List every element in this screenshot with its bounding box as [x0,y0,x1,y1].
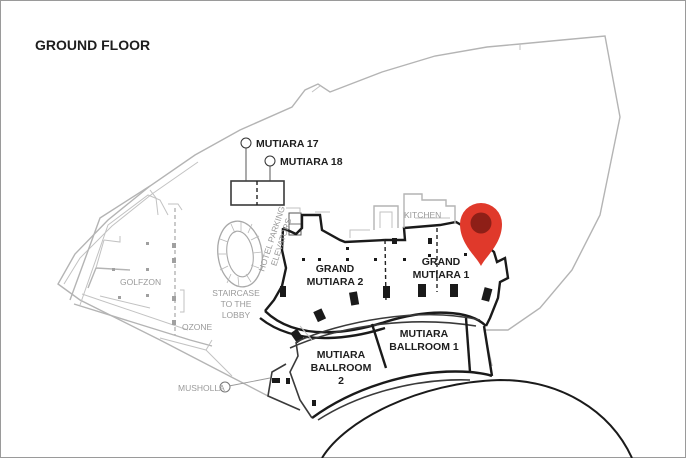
ballroom-2-line-1: MUTIARA [317,349,366,361]
kitchen-area [349,193,456,238]
room-pointer-musholla[interactable]: MUSHOLLA [178,377,271,393]
grand-mutiara-1-line-1: GRAND [422,256,461,268]
bottom-arc-edge [321,378,633,458]
circle-pointer-icon [240,137,252,149]
ballroom-1-line-1: MUTIARA [400,328,449,340]
staircase-line-3: LOBBY [222,310,251,320]
label-ozone: OZONE [182,322,213,332]
label-musholla: MUSHOLLA [178,383,225,393]
ballroom-1-line-2: BALLROOM 1 [389,341,459,353]
grand-mutiara-2-line-1: GRAND [316,263,355,275]
room-pointer-mutiara-18[interactable]: MUTIARA 18 [264,155,343,168]
floor-title: GROUND FLOOR [35,37,150,53]
circle-pointer-icon [264,155,276,167]
label-grand-mutiara-1[interactable]: GRAND MUTIARA 1 [413,256,470,281]
label-kitchen: KITCHEN [404,210,441,220]
label-grand-mutiara-2[interactable]: GRAND MUTIARA 2 [307,263,364,288]
map-pin-icon[interactable] [460,203,502,266]
room-pointer-mutiara-17[interactable]: MUTIARA 17 [240,137,319,150]
label-mutiara-ballroom-1[interactable]: MUTIARA BALLROOM 1 [389,328,459,353]
label-mutiara-ballroom-2[interactable]: MUTIARA BALLROOM 2 [311,349,372,387]
map-pin-dot [470,212,492,234]
ballroom-2-line-3: 2 [338,375,344,387]
ballroom-2-line-2: BALLROOM [311,362,372,374]
left-wing-walls [69,185,233,377]
label-staircase: STAIRCASE TO THE LOBBY [212,288,260,320]
mutiara-17-18-rooms [230,148,285,206]
label-golfzon: GOLFZON [120,277,161,287]
staircase-line-2: TO THE [221,299,252,309]
building-outline [57,35,621,397]
label-mutiara-18: MUTIARA 18 [280,156,343,168]
staircase-line-1: STAIRCASE [212,288,260,298]
grand-mutiara-2-line-2: MUTIARA 2 [307,276,364,288]
circle-pointer-icon [219,381,231,393]
grand-mutiara-1-line-2: MUTIARA 1 [413,269,470,281]
staircase-oval [217,220,263,288]
label-mutiara-17: MUTIARA 17 [256,138,319,150]
grand-mutiara-1-room [385,220,510,327]
ballroom-arcs [259,310,494,421]
